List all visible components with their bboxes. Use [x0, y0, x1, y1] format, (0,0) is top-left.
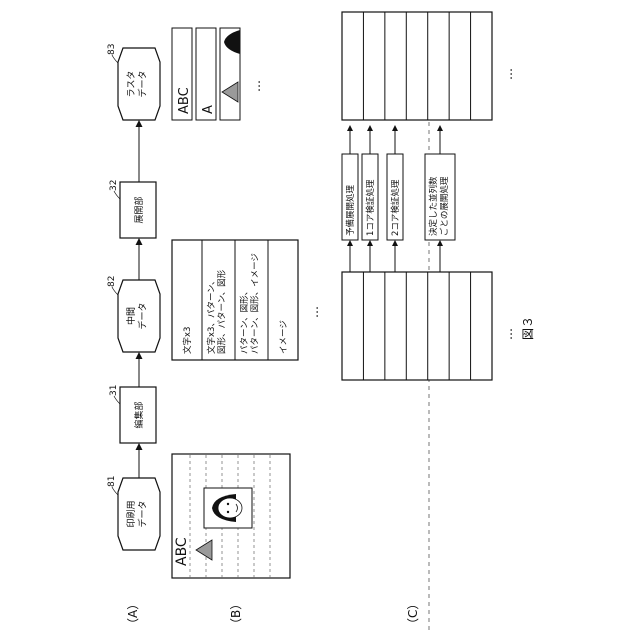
lower-grid-outline — [342, 272, 492, 380]
raster-ellipsis: … — [249, 80, 263, 92]
process-arrowhead — [367, 240, 373, 246]
process-group: 予備展開処理1コア検証処理2コア検証処理決定した並列数ごとの展開処理 — [342, 125, 455, 272]
rotated-figure: （A） （B） （C） 図３ 印刷用データ 81 編集部 31 中間データ — [107, 12, 535, 630]
editor-label: 編集部 — [133, 401, 145, 428]
ref-81: 81 — [107, 476, 117, 487]
process-arrowhead — [392, 240, 398, 246]
ref-leader-81 — [112, 487, 118, 495]
print-page: ABC — [172, 454, 290, 578]
section-label-a: （A） — [126, 598, 140, 630]
section-label-c: （C） — [406, 598, 420, 630]
flow-arrowhead-3 — [136, 238, 143, 245]
ref-31: 31 — [109, 385, 119, 396]
process-label: 2コア検証処理 — [390, 179, 401, 236]
object-table: 文字x3 文字x3、パターン、図形、パターン、図形 パターン、図形、パターン、図… — [172, 240, 321, 360]
flow-arrowhead-4 — [136, 120, 143, 127]
upper-grid-ellipsis: … — [501, 68, 515, 80]
ref-leader-32 — [114, 191, 120, 199]
table-row-2: 文字x3、パターン、図形、パターン、図形 — [206, 269, 228, 354]
expander-label: 展開部 — [133, 196, 145, 223]
raster-strip-2-text: A — [201, 105, 216, 114]
process-arrowhead — [347, 240, 353, 246]
flow-row: 印刷用データ 81 編集部 31 中間データ 82 展開部 32 — [107, 44, 160, 550]
upper-grid-outline — [342, 12, 492, 120]
table-row-4: イメージ — [279, 320, 289, 354]
table-row-1: 文字x3 — [182, 327, 193, 354]
print-data-label: 印刷用データ — [125, 500, 148, 527]
section-label-b: （B） — [229, 598, 243, 630]
table-ellipsis: … — [307, 306, 321, 318]
raster-strip-1-text: ABC — [177, 87, 192, 114]
flow-arrowhead-1 — [136, 443, 143, 450]
process-arrowhead — [367, 125, 373, 131]
upper-grid: … — [342, 12, 515, 120]
figure-label: 図３ — [521, 316, 535, 340]
flow-arrowhead-2 — [136, 352, 143, 359]
process-arrowhead — [437, 125, 443, 131]
ref-leader-83 — [112, 55, 118, 63]
lower-grid-ellipsis: … — [501, 328, 515, 340]
process-label: 予備展開処理 — [345, 184, 356, 236]
ref-82: 82 — [107, 276, 117, 287]
raster-strips: ABC A … — [172, 28, 263, 120]
ref-83: 83 — [107, 44, 117, 55]
page-text: ABC — [174, 537, 190, 566]
lower-grid: … — [342, 272, 515, 380]
ref-leader-82 — [112, 287, 118, 295]
process-label: 1コア検証処理 — [365, 179, 376, 236]
process-arrowhead — [437, 240, 443, 246]
process-arrowhead — [347, 125, 353, 131]
process-arrowhead — [392, 125, 398, 131]
ref-leader-31 — [114, 396, 120, 404]
ref-32: 32 — [109, 180, 119, 191]
